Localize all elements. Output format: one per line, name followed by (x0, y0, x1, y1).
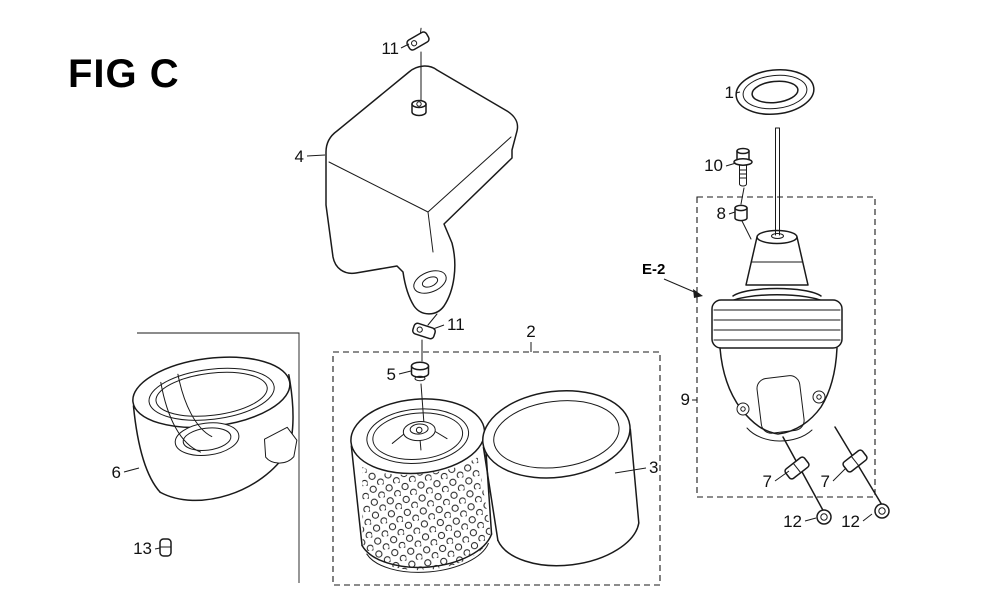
nut8-to-case-line (741, 220, 752, 240)
section-divider (137, 332, 300, 583)
label-part-11-top: 11 (381, 39, 399, 58)
case-boss-right (812, 390, 826, 404)
housing-slot (160, 381, 202, 453)
e2-arrowhead (693, 289, 703, 298)
label-part-11-mid: 11 (447, 315, 465, 334)
label-part-2: 2 (526, 322, 535, 341)
air-cleaner-housing (132, 356, 298, 502)
label-part-5: 5 (387, 365, 396, 384)
air-cleaner-cover (325, 65, 519, 315)
label-part-6: 6 (112, 463, 121, 482)
case-collar-band (732, 287, 822, 297)
mounting-stud-a (782, 436, 826, 515)
grommet-13-icon (159, 538, 172, 557)
clip-icon-middle (411, 322, 437, 340)
case-boss-left (736, 402, 750, 416)
case-inner-panel (756, 375, 805, 434)
figure-title: FIG C (68, 52, 180, 96)
nut-to-filter-line (420, 383, 425, 425)
filter-element-inner (350, 398, 493, 573)
filter-hub (391, 420, 448, 451)
label-part-7a: 7 (763, 472, 772, 491)
label-part-12b: 12 (841, 512, 860, 531)
collar-7b (842, 449, 868, 473)
label-reference-e2: E-2 (642, 261, 665, 278)
filter-hole-pattern (362, 457, 491, 571)
filter-group-box (332, 351, 661, 586)
flange-nut-12a (816, 509, 832, 525)
leader-lines (123, 43, 873, 550)
label-part-3: 3 (649, 458, 658, 477)
nut-8-icon (734, 204, 748, 222)
label-part-1: 1 (725, 83, 734, 102)
bolt-leader-line (740, 187, 745, 205)
cover-to-clip-line (427, 313, 438, 326)
housing-foot (263, 426, 298, 464)
flange-bolt (733, 147, 753, 187)
cover-mount-nut (411, 99, 427, 117)
label-part-8: 8 (717, 204, 726, 223)
throttle-rod (771, 127, 784, 239)
case-assembly-box (696, 196, 876, 498)
label-part-9: 9 (681, 390, 690, 409)
case-lower-body (719, 347, 838, 435)
label-part-12a: 12 (783, 512, 802, 531)
wing-nut (410, 361, 430, 382)
gasket-ring (735, 68, 815, 116)
label-part-10: 10 (704, 156, 723, 175)
case-bottom-skirt (746, 427, 813, 442)
clip-icon-top (406, 27, 430, 51)
cover-crease-line-2 (427, 211, 434, 253)
label-part-13: 13 (133, 539, 152, 558)
label-part-7b: 7 (821, 472, 830, 491)
filter-element-outer (482, 389, 640, 567)
e2-arrow-line (663, 278, 700, 295)
cover-snout-opening (413, 270, 447, 294)
air-cleaner-case-assembly (711, 127, 843, 442)
collar-7a (784, 456, 810, 480)
case-rib-section (711, 299, 843, 349)
mounting-stud-b (834, 426, 886, 511)
label-part-4: 4 (295, 147, 304, 166)
flange-nut-12b (874, 503, 890, 519)
